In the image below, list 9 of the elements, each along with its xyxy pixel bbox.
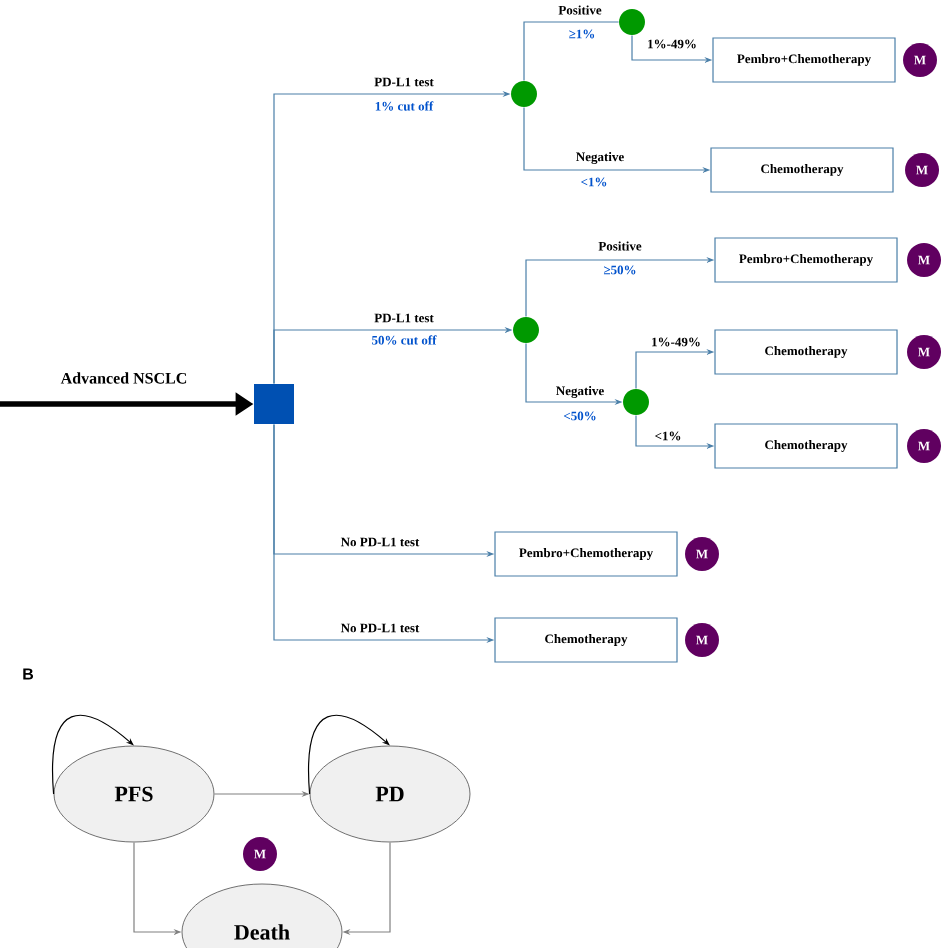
chance-node <box>619 9 645 35</box>
arrow <box>307 714 390 795</box>
decision-square <box>254 384 294 424</box>
panel-letter: B <box>21 667 35 681</box>
chance-node <box>623 389 649 415</box>
chance-node <box>513 317 539 343</box>
arrow <box>51 714 134 795</box>
edge-label: Advanced NSCLC <box>59 371 189 385</box>
chance-node <box>511 81 537 107</box>
